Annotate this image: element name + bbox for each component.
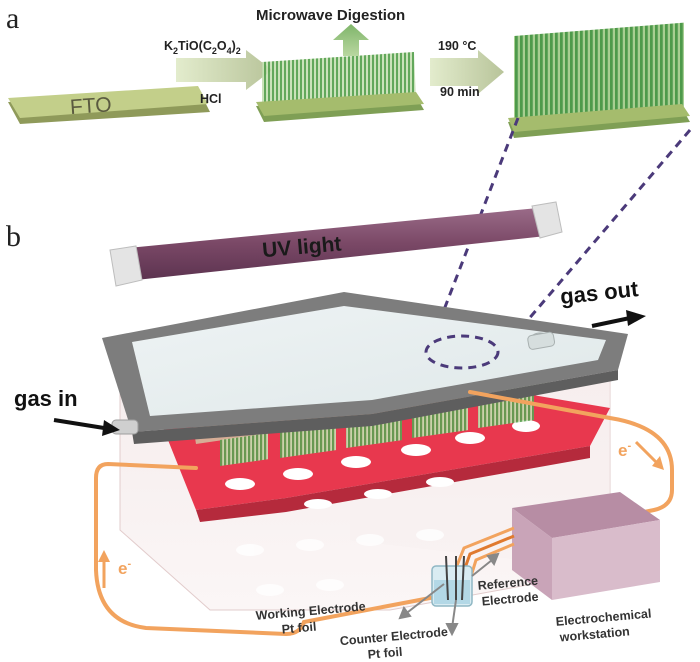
- gas-in-label: gas in: [14, 386, 78, 411]
- gas-outlet: [591, 310, 646, 328]
- reference-electrode-label: Reference Electrode: [477, 574, 539, 609]
- synthesis-arrow-1: [176, 50, 272, 90]
- electron-left: e-: [98, 550, 131, 588]
- microwave-digestion-label: Microwave Digestion: [256, 7, 405, 24]
- panel-b-label: b: [6, 220, 21, 253]
- svg-text:Pt foil: Pt foil: [367, 645, 403, 662]
- svg-text:e-: e-: [118, 558, 131, 578]
- svg-text:Reference: Reference: [477, 574, 538, 593]
- chamber-lid: [102, 292, 628, 444]
- time-label: 90 min: [440, 85, 480, 99]
- workstation-label: Electrochemical workstation: [555, 607, 652, 645]
- gas-out-label: gas out: [559, 276, 640, 309]
- electron-right: e-: [618, 440, 664, 470]
- electrochemical-workstation: [512, 492, 660, 600]
- counter-electrode-label: Counter Electrode Pt foil: [339, 625, 448, 662]
- synthesis-arrow-2: [430, 50, 504, 94]
- svg-text:Pt foil: Pt foil: [281, 620, 317, 637]
- acid-label: HCl: [200, 92, 222, 106]
- zoom-ellipse: [424, 334, 500, 370]
- panel-a-label: a: [6, 2, 19, 35]
- nanorod-array-2: [508, 22, 690, 138]
- svg-text:Electrode: Electrode: [481, 590, 539, 609]
- gas-inlet: [53, 418, 139, 436]
- precursor-formula: K2TiO(C2O4)2: [164, 39, 241, 56]
- uv-light-tube: UV light: [109, 201, 563, 287]
- up-arrow: [333, 24, 369, 56]
- fto-substrate: FTO: [8, 86, 210, 124]
- nanorod-array-1: [256, 52, 424, 122]
- reference-cell: [431, 555, 473, 607]
- pointer-arrows: [398, 552, 500, 637]
- svg-text:Electrochemical: Electrochemical: [555, 607, 652, 629]
- fto-label: FTO: [69, 93, 112, 119]
- svg-text:e-: e-: [618, 440, 631, 460]
- svg-text:workstation: workstation: [558, 624, 630, 644]
- temperature-label: 190 °C: [438, 39, 476, 53]
